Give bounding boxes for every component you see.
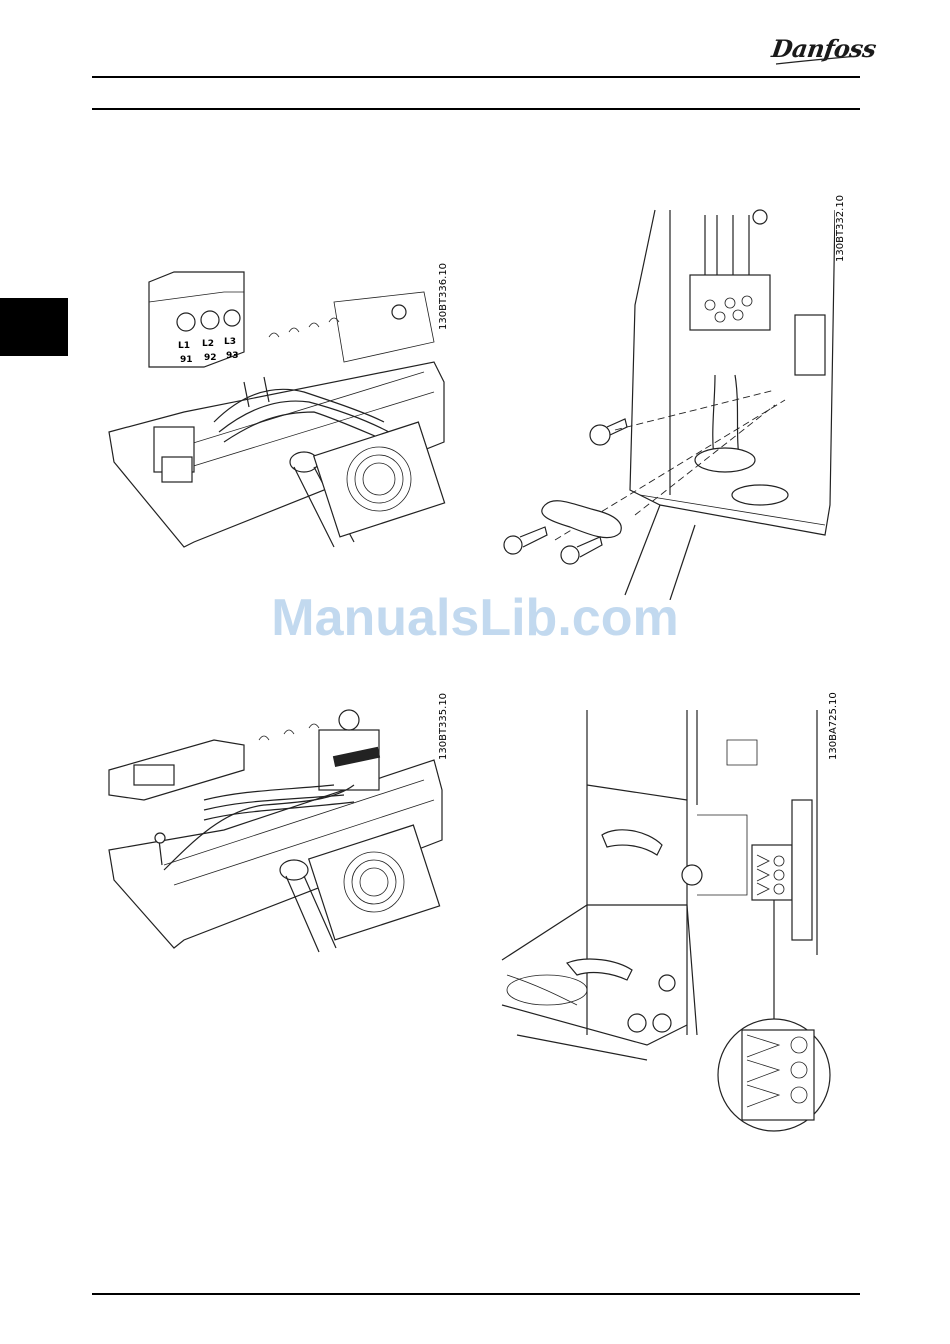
- figure-code-3: 130BT335.10: [438, 693, 449, 760]
- figure-terminal-detail: [497, 705, 832, 1140]
- terminal-number-92: 92: [204, 353, 217, 363]
- terminal-label-l2: L2: [202, 339, 214, 349]
- figure-code-2: 130BT332.10: [835, 195, 846, 262]
- terminal-label-l3: L3: [224, 337, 236, 347]
- terminal-number-91: 91: [180, 355, 193, 365]
- danfoss-logo: Danfoss: [772, 30, 862, 70]
- figure-code-4: 130BA725.10: [828, 692, 839, 760]
- chapter-tab: [0, 298, 68, 356]
- header-rule-top: [92, 76, 860, 78]
- footer-rule: [92, 1293, 860, 1295]
- logo-swoosh: [772, 30, 862, 70]
- terminal-number-93: 93: [226, 351, 239, 361]
- figure-mains-terminal-plug: L1 L2 L3 91 92 93: [104, 262, 449, 562]
- figure-earth-clamp: [495, 205, 835, 600]
- figure-mains-disconnect: [104, 690, 444, 960]
- terminal-label-l1: L1: [178, 341, 190, 351]
- figure-code-1: 130BT336.10: [438, 263, 449, 330]
- watermark-text: ManualsLib.com: [0, 588, 950, 648]
- header-rule-bottom: [92, 108, 860, 110]
